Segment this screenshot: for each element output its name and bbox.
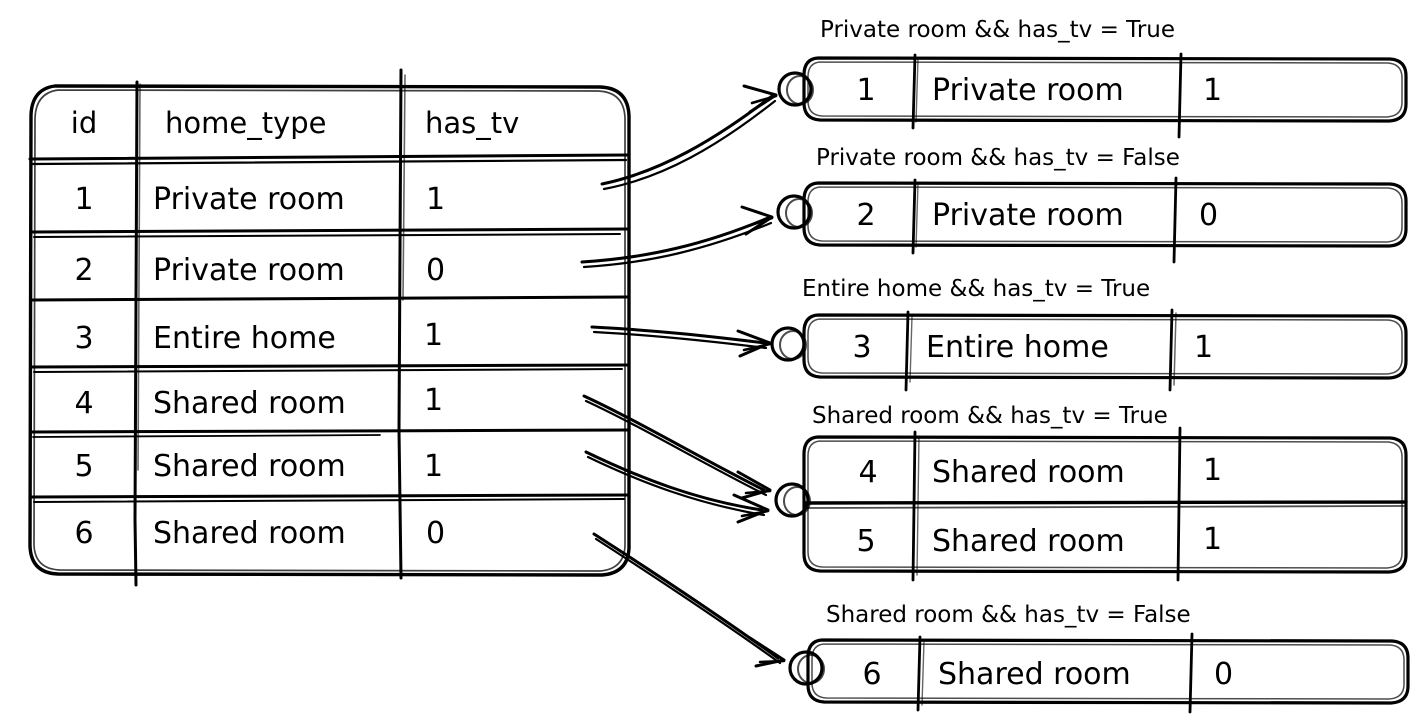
group-box-2-border: [776, 176, 1408, 264]
arrow-row2-to-group2: [580, 205, 774, 269]
group-row-has-tv: 1: [1194, 330, 1213, 365]
group-box-4-border: [774, 426, 1408, 582]
group-label: Shared room && has_tv = True: [812, 403, 1168, 429]
source-table-border: [28, 84, 631, 577]
group-label: Shared room && has_tv = False: [826, 602, 1191, 628]
source-row-id: 1: [74, 182, 93, 217]
source-table-header-has-tv: has_tv: [425, 106, 519, 140]
source-row-id: 6: [74, 516, 93, 551]
group-label: Private room && has_tv = False: [816, 145, 1180, 171]
group-row-home-type: Shared room: [932, 455, 1125, 490]
group-box-3-border: [770, 308, 1408, 392]
source-row-home-type: Private room: [153, 182, 345, 217]
group-row-id: 5: [856, 524, 875, 559]
group-box-1-border: [777, 52, 1408, 139]
source-row-has-tv: 1: [424, 383, 443, 418]
group-row-id: 3: [852, 330, 871, 365]
group-row-has-tv: 1: [1203, 73, 1222, 108]
group-label: Private room && has_tv = True: [820, 17, 1175, 43]
source-row-has-tv: 1: [424, 449, 443, 484]
source-row-has-tv: 0: [426, 253, 445, 288]
group-row-home-type: Shared room: [938, 657, 1131, 692]
source-row-home-type: Entire home: [153, 321, 336, 356]
source-row-home-type: Shared room: [153, 386, 346, 421]
source-row-id: 5: [74, 449, 93, 484]
arrow-row5-to-group4: [584, 450, 770, 524]
arrow-row3-to-group3: [590, 325, 772, 358]
group-row-id: 6: [862, 657, 881, 692]
group-row-id: 1: [856, 73, 875, 108]
group-row-has-tv: 0: [1214, 657, 1233, 692]
source-row-home-type: Private room: [153, 253, 345, 288]
source-row-id: 4: [74, 386, 93, 421]
group-row-home-type: Private room: [932, 198, 1124, 233]
source-row-id: 2: [74, 253, 93, 288]
group-row-home-type: Private room: [932, 73, 1124, 108]
group-row-id: 2: [856, 198, 875, 233]
source-row-has-tv: 1: [426, 182, 445, 217]
group-row-home-type: Shared room: [932, 524, 1125, 559]
source-row-home-type: Shared room: [153, 449, 346, 484]
group-row-has-tv: 1: [1203, 522, 1222, 557]
group-label: Entire home && has_tv = True: [802, 276, 1150, 302]
group-row-id: 4: [858, 455, 877, 490]
group-row-has-tv: 1: [1203, 453, 1222, 488]
source-table-header-id: id: [71, 106, 97, 140]
source-row-has-tv: 0: [426, 516, 445, 551]
group-box-5-border: [788, 632, 1410, 714]
source-table-row-dividers: [28, 153, 630, 503]
source-row-has-tv: 1: [424, 318, 443, 353]
arrow-row1-to-group1: [600, 84, 778, 191]
group-row-home-type: Entire home: [926, 330, 1109, 365]
source-table-header-home-type: home_type: [165, 106, 327, 140]
arrow-row6-to-group5: [592, 532, 786, 668]
arrow-row4-to-group4: [582, 394, 772, 500]
source-row-id: 3: [74, 321, 93, 356]
source-row-home-type: Shared room: [153, 516, 346, 551]
group-row-has-tv: 0: [1199, 198, 1218, 233]
